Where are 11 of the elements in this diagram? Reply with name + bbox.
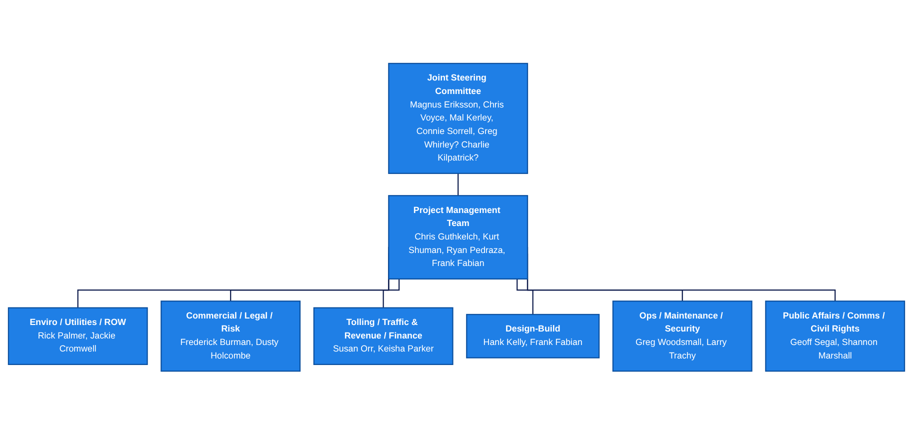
node-box: Tolling / Traffic & Revenue / Finance Susan Orr, Keisha Parker bbox=[313, 307, 454, 366]
node-box: Public Affairs / Comms / Civil Rights Geoff Segal, Shannon Marshall bbox=[765, 300, 906, 372]
node-box: Design-Build Hank Kelly, Frank Fabian bbox=[466, 314, 600, 359]
node-box: Project Management Team Chris Guthkelch, Kurt Shuman, Ryan Pedraza, Frank Fabian bbox=[388, 195, 528, 280]
connector bbox=[382, 279, 400, 309]
connector bbox=[516, 279, 534, 316]
node-box: Commercial / Legal / Risk Frederick Burman, Dusty Holcombe bbox=[160, 300, 301, 372]
connector bbox=[458, 174, 459, 196]
node-box: Joint Steering Committee Magnus Eriksson, Chris Voyce, Mal Kerley, Connie Sorrell, Greg Whirley? Charlie Kilpatrick? bbox=[388, 63, 528, 174]
node-box: Ops / Maintenance / Security Greg Woodsmall, Larry Trachy bbox=[612, 300, 752, 372]
node-box: Enviro / Utilities / ROW Rick Palmer, Jackie Cromwell bbox=[8, 307, 148, 366]
